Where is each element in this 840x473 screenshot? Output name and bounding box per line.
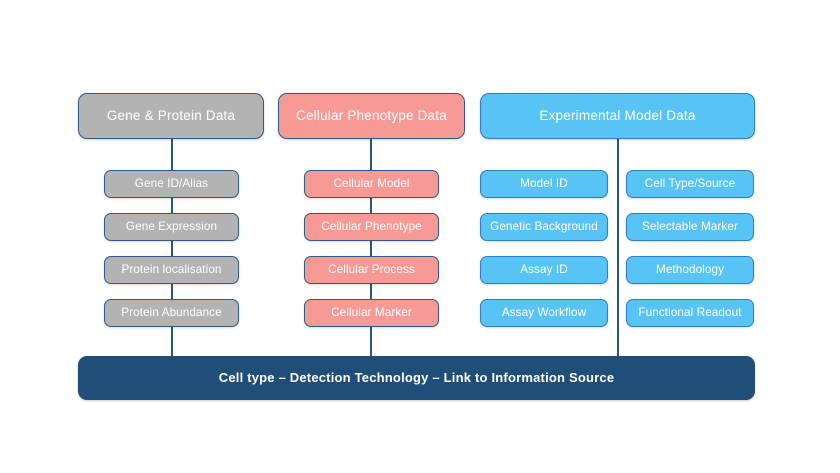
node-cellular-model[interactable]: Cellular Model (304, 170, 439, 198)
connector-line-cellular-phenotype (370, 139, 372, 357)
connector-line-gene-protein (171, 139, 173, 357)
node-genetic-background[interactable]: Genetic Background (480, 213, 608, 241)
node-selectable-marker[interactable]: Selectable Marker (626, 213, 754, 241)
header-gene-protein-data[interactable]: Gene & Protein Data (78, 93, 264, 139)
connector-line-experimental-model (617, 139, 619, 357)
node-gene-expression[interactable]: Gene Expression (104, 213, 239, 241)
node-protein-abundance[interactable]: Protein Abundance (104, 299, 239, 327)
node-cellular-marker[interactable]: Cellular Marker (304, 299, 439, 327)
node-cellular-phenotype[interactable]: Cellular Phenotype (304, 213, 439, 241)
node-methodology[interactable]: Methodology (626, 256, 754, 284)
node-assay-id[interactable]: Assay ID (480, 256, 608, 284)
node-cell-type-source[interactable]: Cell Type/Source (626, 170, 754, 198)
node-cellular-process[interactable]: Cellular Process (304, 256, 439, 284)
header-cellular-phenotype-data[interactable]: Cellular Phenotype Data (278, 93, 465, 139)
footer-bar-cell-type-detection-technology[interactable]: Cell type – Detection Technology – Link … (78, 356, 755, 400)
header-experimental-model-data[interactable]: Experimental Model Data (480, 93, 755, 139)
node-gene-id-alias[interactable]: Gene ID/Alias (104, 170, 239, 198)
node-assay-workflow[interactable]: Assay Workflow (480, 299, 608, 327)
node-functional-readout[interactable]: Functional Readout (626, 299, 754, 327)
node-protein-localisation[interactable]: Protein localisation (104, 256, 239, 284)
node-model-id[interactable]: Model ID (480, 170, 608, 198)
